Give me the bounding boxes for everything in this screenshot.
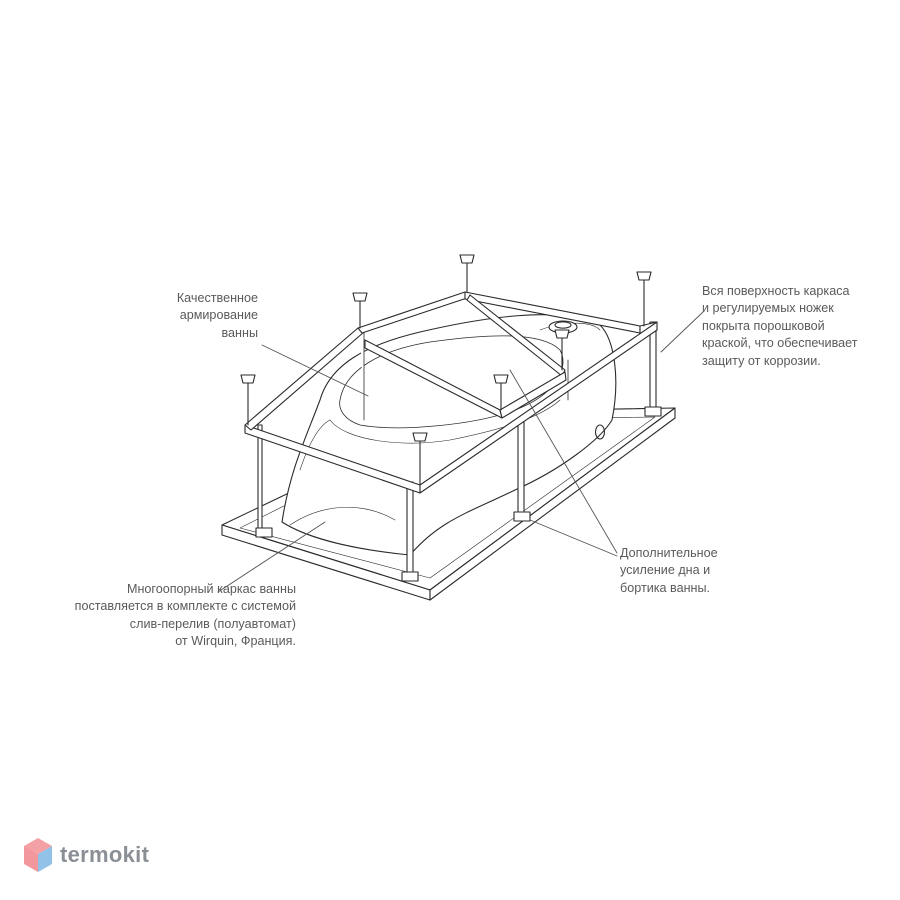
callout-line: защиту от коррозии. [702, 353, 821, 368]
leader-reinforcement [261, 344, 369, 397]
frame-beams [244, 291, 658, 494]
callout-line: покрыта порошковой [702, 318, 825, 333]
callout-line: поставляется в комплекте с системой [74, 599, 296, 614]
callout-line: Многоопорный каркас ванны [126, 582, 296, 596]
watermark-text: termokit [60, 842, 150, 867]
foot-1 [240, 374, 256, 426]
callout-line: Качественное [176, 291, 258, 305]
callout-line: бортика ванны. [620, 580, 711, 595]
leader-bottom-1 [509, 369, 618, 554]
foot-5 [554, 329, 570, 371]
watermark: termokit [23, 834, 149, 876]
callout-line: усиление дна и [620, 563, 711, 578]
callout-bottom-reinforcement: Дополнительное усиление дна и бортика ва… [620, 545, 718, 597]
callout-line: от Wirquin, Франция. [175, 634, 296, 649]
callout-frame: Многоопорный каркас ванны поставляется в… [20, 581, 296, 651]
callout-line: армирование [179, 308, 258, 323]
callout-line: и регулируемых ножек [702, 301, 834, 316]
foot-2 [352, 292, 368, 329]
leader-lines [217, 311, 704, 593]
leader-coating [660, 311, 704, 353]
leader-bottom-2 [529, 519, 618, 557]
callout-line: слив-перелив (полуавтомат) [129, 616, 296, 631]
callout-line: Дополнительное [620, 546, 718, 560]
callout-line: ванны [221, 325, 258, 340]
leader-frame [217, 521, 326, 593]
bathtub-basin [281, 314, 617, 556]
foot-7 [412, 432, 428, 486]
callout-coating: Вся поверхность каркаса и регулируемых н… [702, 283, 857, 370]
cube-logo-icon [24, 838, 52, 872]
callout-line: краской, что обеспечивает [702, 336, 858, 351]
adjustable-feet [240, 254, 662, 582]
foot-4 [636, 271, 652, 327]
foot-6 [493, 374, 509, 411]
callout-reinforcement: Качественное армирование ванны [150, 290, 258, 342]
foot-3 [459, 254, 475, 293]
callout-line: Вся поверхность каркаса [702, 284, 850, 298]
